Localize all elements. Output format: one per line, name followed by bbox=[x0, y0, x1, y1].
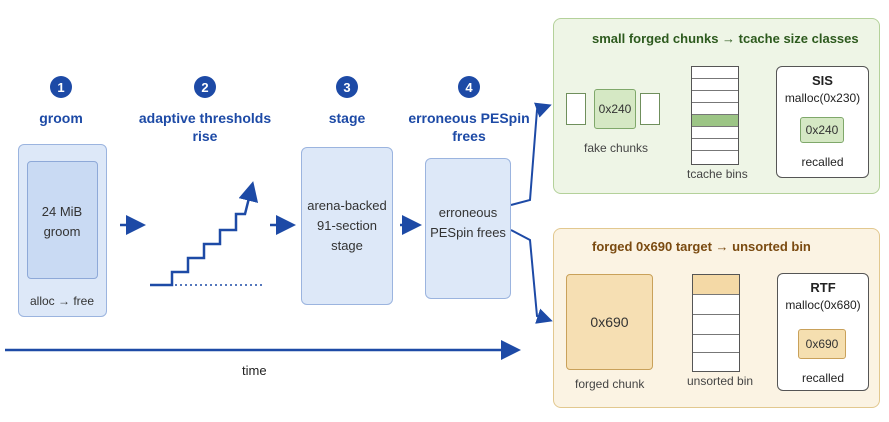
rtf-result-value: 0x690 bbox=[798, 329, 846, 359]
sis-panel: small forged chunks → tcache size classe… bbox=[553, 18, 880, 194]
step-3-title: stage bbox=[328, 110, 366, 126]
unsorted-bin-label: unsorted bin bbox=[687, 374, 754, 388]
stage-card-label: arena-backed 91-section stage bbox=[307, 198, 387, 253]
forged-chunk-label: forged chunk bbox=[575, 377, 645, 391]
tcache-slot bbox=[692, 91, 738, 103]
frees-card: erroneous PESpin frees bbox=[425, 158, 511, 299]
sis-result-value: 0x240 bbox=[800, 117, 844, 143]
rtf-result-title: RTF bbox=[810, 280, 836, 295]
fake-chunk-main: 0x240 bbox=[594, 89, 636, 129]
tcache-slot bbox=[692, 79, 738, 91]
unsorted-slot bbox=[693, 295, 739, 315]
rtf-result-box: RTF malloc(0x680) 0x690 recalled bbox=[777, 273, 869, 391]
tcache-slot bbox=[692, 127, 738, 139]
tcache-slot bbox=[692, 139, 738, 151]
arrow-to-sis-panel bbox=[510, 102, 552, 206]
unsorted-slot bbox=[693, 353, 739, 371]
step-4-title: erroneous PESpin frees bbox=[408, 110, 530, 144]
groom-card: 24 MiB groom alloc → free bbox=[18, 144, 107, 317]
tcache-slot-highlight bbox=[692, 115, 738, 127]
unsorted-slot bbox=[693, 335, 739, 353]
step-3-badge: 3 bbox=[336, 76, 358, 98]
rtf-panel: forged 0x690 target → unsorted bin 0x690… bbox=[553, 228, 880, 408]
unsorted-slot bbox=[693, 315, 739, 335]
rtf-result-status: recalled bbox=[801, 371, 845, 385]
tcache-bins bbox=[691, 66, 739, 165]
groom-inner-box: 24 MiB groom bbox=[27, 161, 98, 279]
rising-threshold-staircase bbox=[150, 181, 262, 287]
rtf-panel-title: forged 0x690 target → unsorted bin bbox=[592, 239, 811, 254]
groom-inner-label: 24 MiB groom bbox=[41, 204, 83, 239]
timeline-label: time bbox=[242, 363, 267, 378]
step-2-title: adaptive thresholds rise bbox=[138, 110, 272, 144]
sis-result-call: malloc(0x230) bbox=[784, 91, 861, 105]
groom-footer-label: alloc → free bbox=[29, 294, 95, 308]
forged-chunk: 0x690 bbox=[566, 274, 653, 370]
step-1-title: groom bbox=[39, 110, 83, 126]
fake-chunks-label: fake chunks bbox=[584, 141, 649, 155]
fake-chunk-left bbox=[566, 93, 586, 125]
step-4-badge: 4 bbox=[458, 76, 480, 98]
arrow-to-rtf-panel bbox=[510, 229, 553, 324]
stage-card: arena-backed 91-section stage bbox=[301, 147, 393, 305]
sis-result-title: SIS bbox=[812, 73, 833, 88]
sis-result-status: recalled bbox=[801, 155, 844, 169]
tcache-slot bbox=[692, 151, 738, 163]
frees-card-label: erroneous PESpin frees bbox=[430, 205, 506, 240]
tcache-slot bbox=[692, 103, 738, 115]
tcache-slot bbox=[692, 67, 738, 79]
sis-result-box: SIS malloc(0x230) 0x240 recalled bbox=[776, 66, 869, 178]
step-2-badge: 2 bbox=[194, 76, 216, 98]
step-1-badge: 1 bbox=[50, 76, 72, 98]
tcache-bins-label: tcache bins bbox=[687, 167, 748, 181]
unsorted-slot-highlight bbox=[693, 275, 739, 295]
rtf-result-call: malloc(0x680) bbox=[785, 298, 861, 312]
sis-panel-title: small forged chunks → tcache size classe… bbox=[592, 31, 859, 46]
fake-chunk-right bbox=[640, 93, 660, 125]
unsorted-bin bbox=[692, 274, 740, 372]
